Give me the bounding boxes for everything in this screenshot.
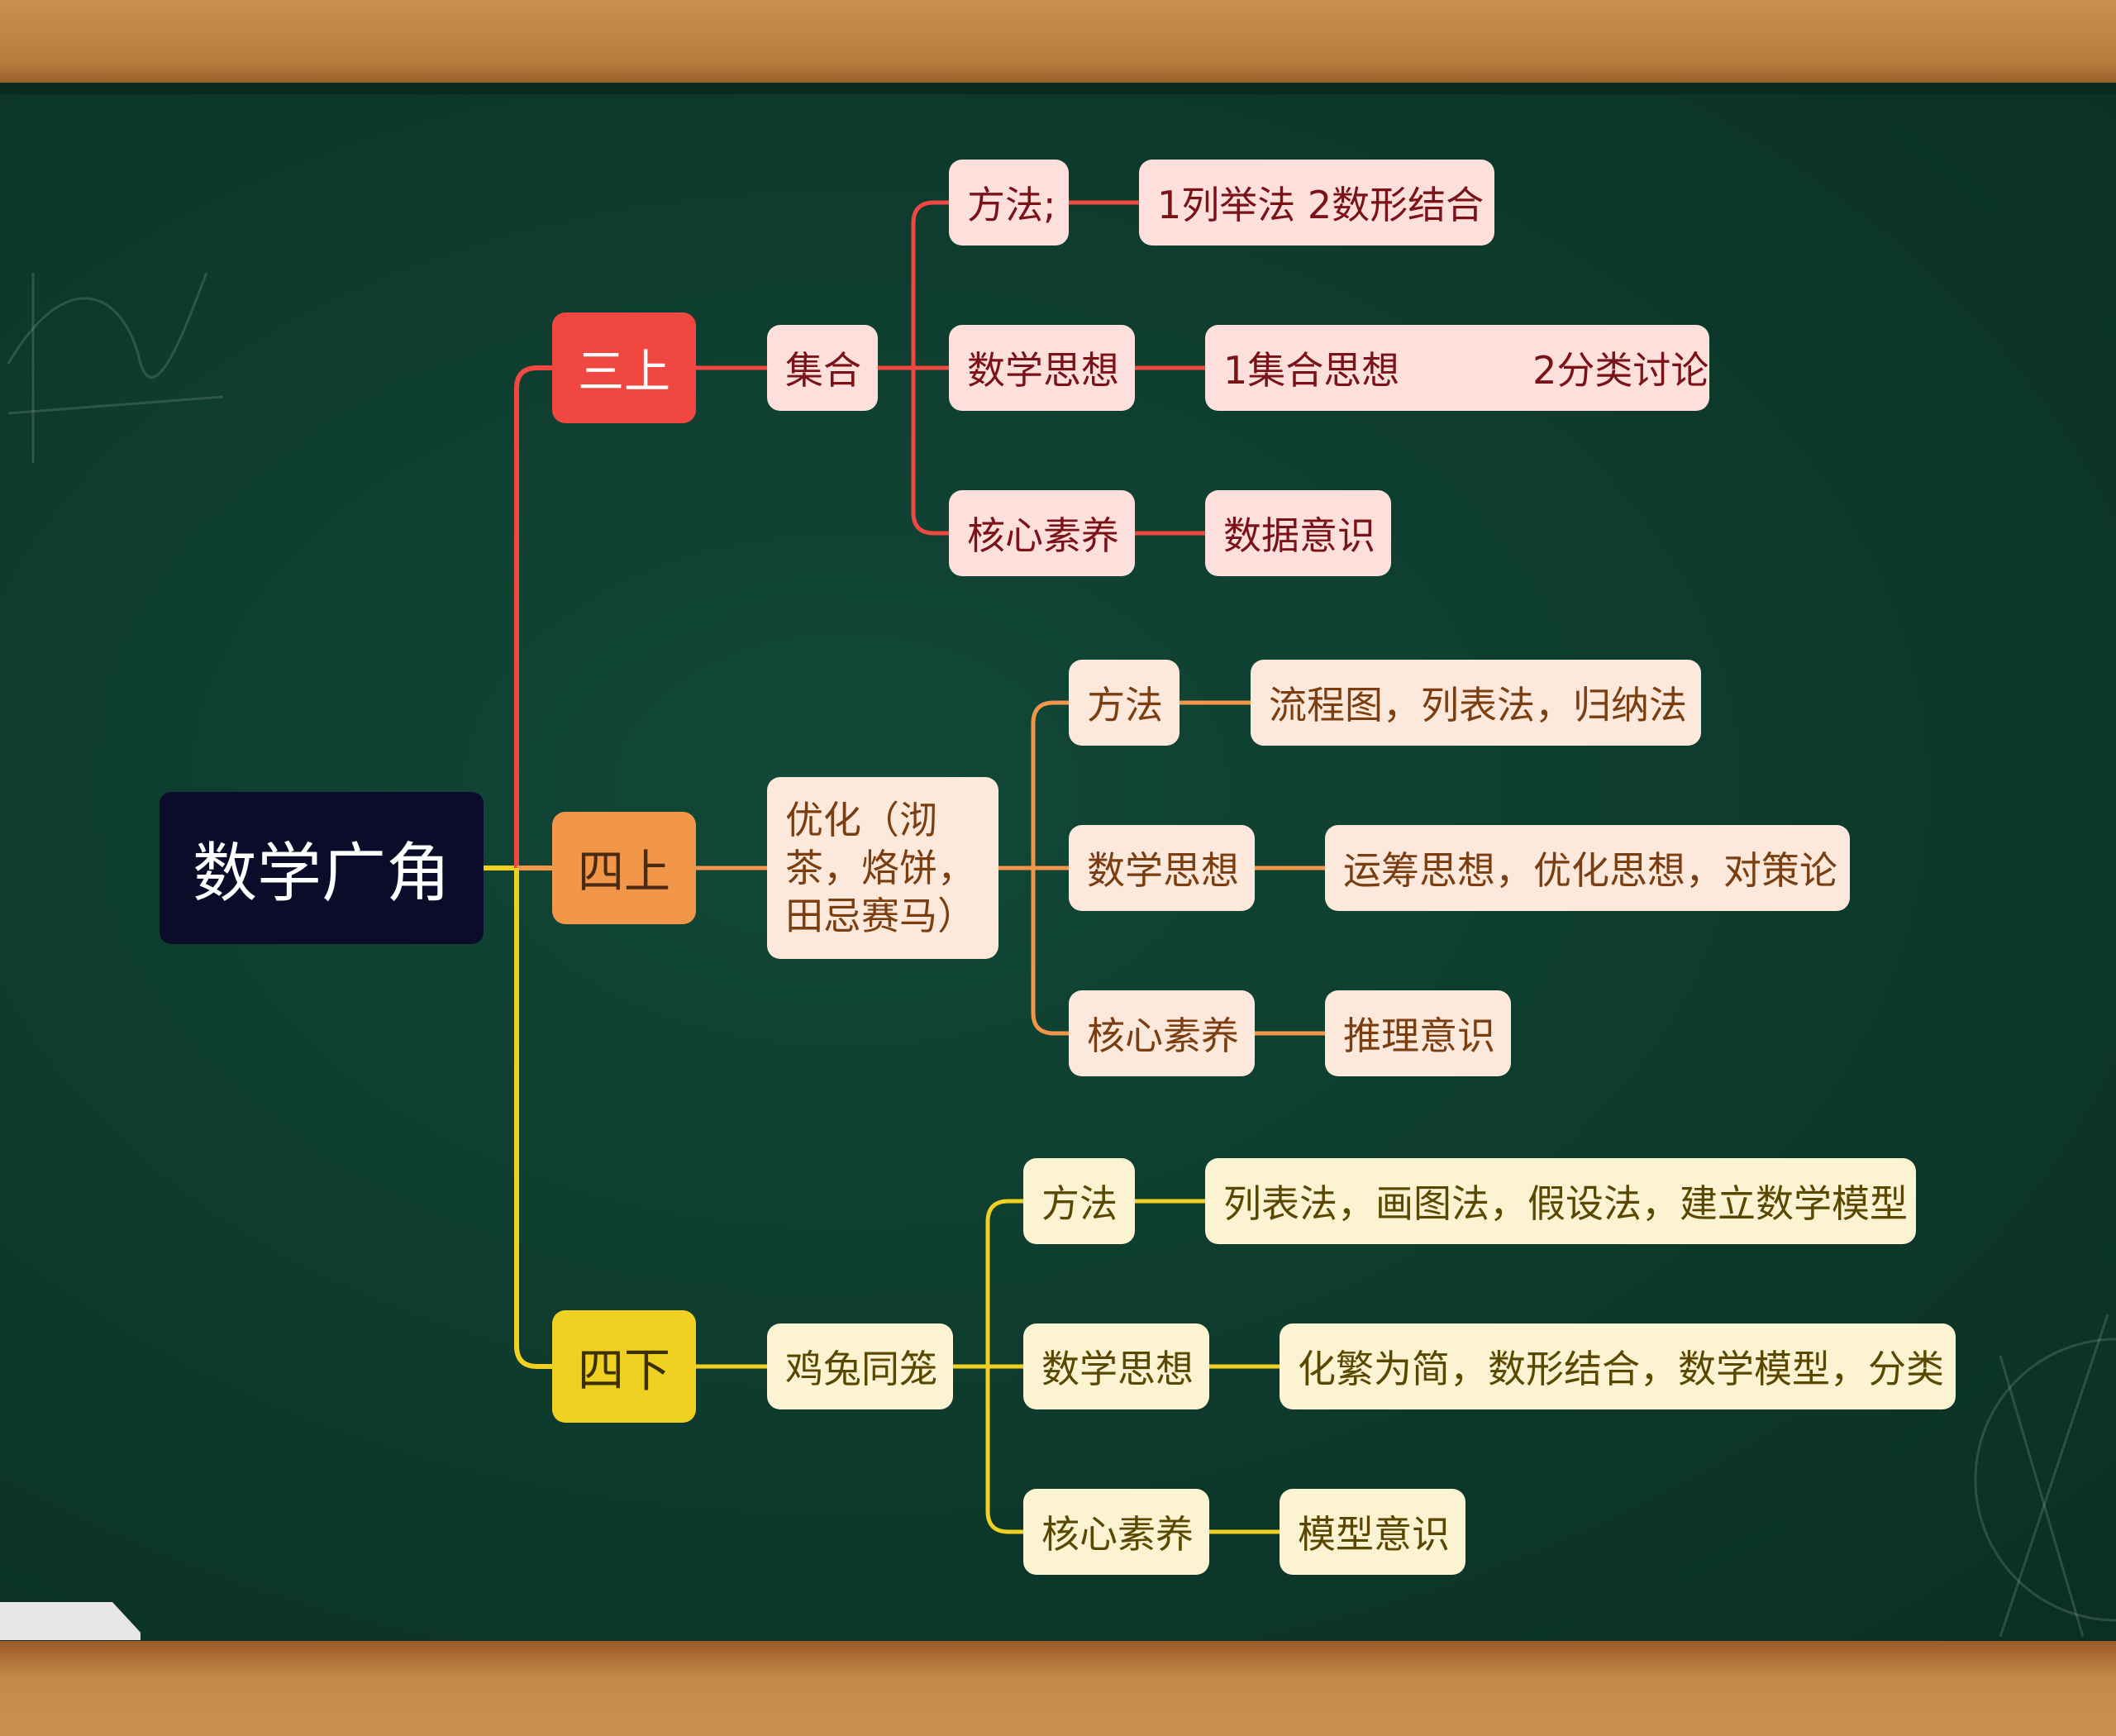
method-key-2[interactable]: 方法 bbox=[1069, 660, 1180, 746]
topic-node-3[interactable]: 鸡兔同笼 bbox=[767, 1323, 953, 1409]
branch-node-2[interactable]: 四上 bbox=[552, 812, 696, 924]
root-node[interactable]: 数学广角 bbox=[160, 792, 484, 944]
method-key-1[interactable]: 方法; bbox=[949, 160, 1069, 246]
thought-value-2[interactable]: 运筹思想，优化思想，对策论 bbox=[1325, 825, 1850, 911]
literacy-key-3[interactable]: 核心素养 bbox=[1023, 1489, 1209, 1575]
branch-node-3[interactable]: 四下 bbox=[552, 1310, 696, 1423]
literacy-value-3[interactable]: 模型意识 bbox=[1280, 1489, 1465, 1575]
topic-node-1[interactable]: 集合 bbox=[767, 325, 878, 411]
literacy-key-1[interactable]: 核心素养 bbox=[949, 490, 1135, 576]
method-value-3[interactable]: 列表法，画图法，假设法，建立数学模型 bbox=[1205, 1158, 1916, 1244]
method-value-2[interactable]: 流程图，列表法，归纳法 bbox=[1251, 660, 1701, 746]
topic-node-2[interactable]: 优化（沏茶，烙饼，田忌赛马） bbox=[767, 777, 998, 959]
literacy-value-1[interactable]: 数据意识 bbox=[1205, 490, 1391, 576]
method-key-3[interactable]: 方法 bbox=[1023, 1158, 1135, 1244]
thought-value-3[interactable]: 化繁为简，数形结合，数学模型，分类 bbox=[1280, 1323, 1956, 1409]
thought-key-1[interactable]: 数学思想 bbox=[949, 325, 1135, 411]
connector-root-b3 bbox=[517, 868, 552, 1366]
thought-key-2[interactable]: 数学思想 bbox=[1069, 825, 1255, 911]
literacy-key-2[interactable]: 核心素养 bbox=[1069, 990, 1255, 1076]
branch-node-1[interactable]: 三上 bbox=[552, 312, 696, 423]
thought-key-3[interactable]: 数学思想 bbox=[1023, 1323, 1209, 1409]
connector-root-b1 bbox=[517, 368, 552, 868]
literacy-value-2[interactable]: 推理意识 bbox=[1325, 990, 1511, 1076]
thought-value-1[interactable]: 1集合思想 2分类讨论 bbox=[1205, 325, 1709, 411]
method-value-1[interactable]: 1列举法 2数形结合 bbox=[1139, 160, 1494, 246]
